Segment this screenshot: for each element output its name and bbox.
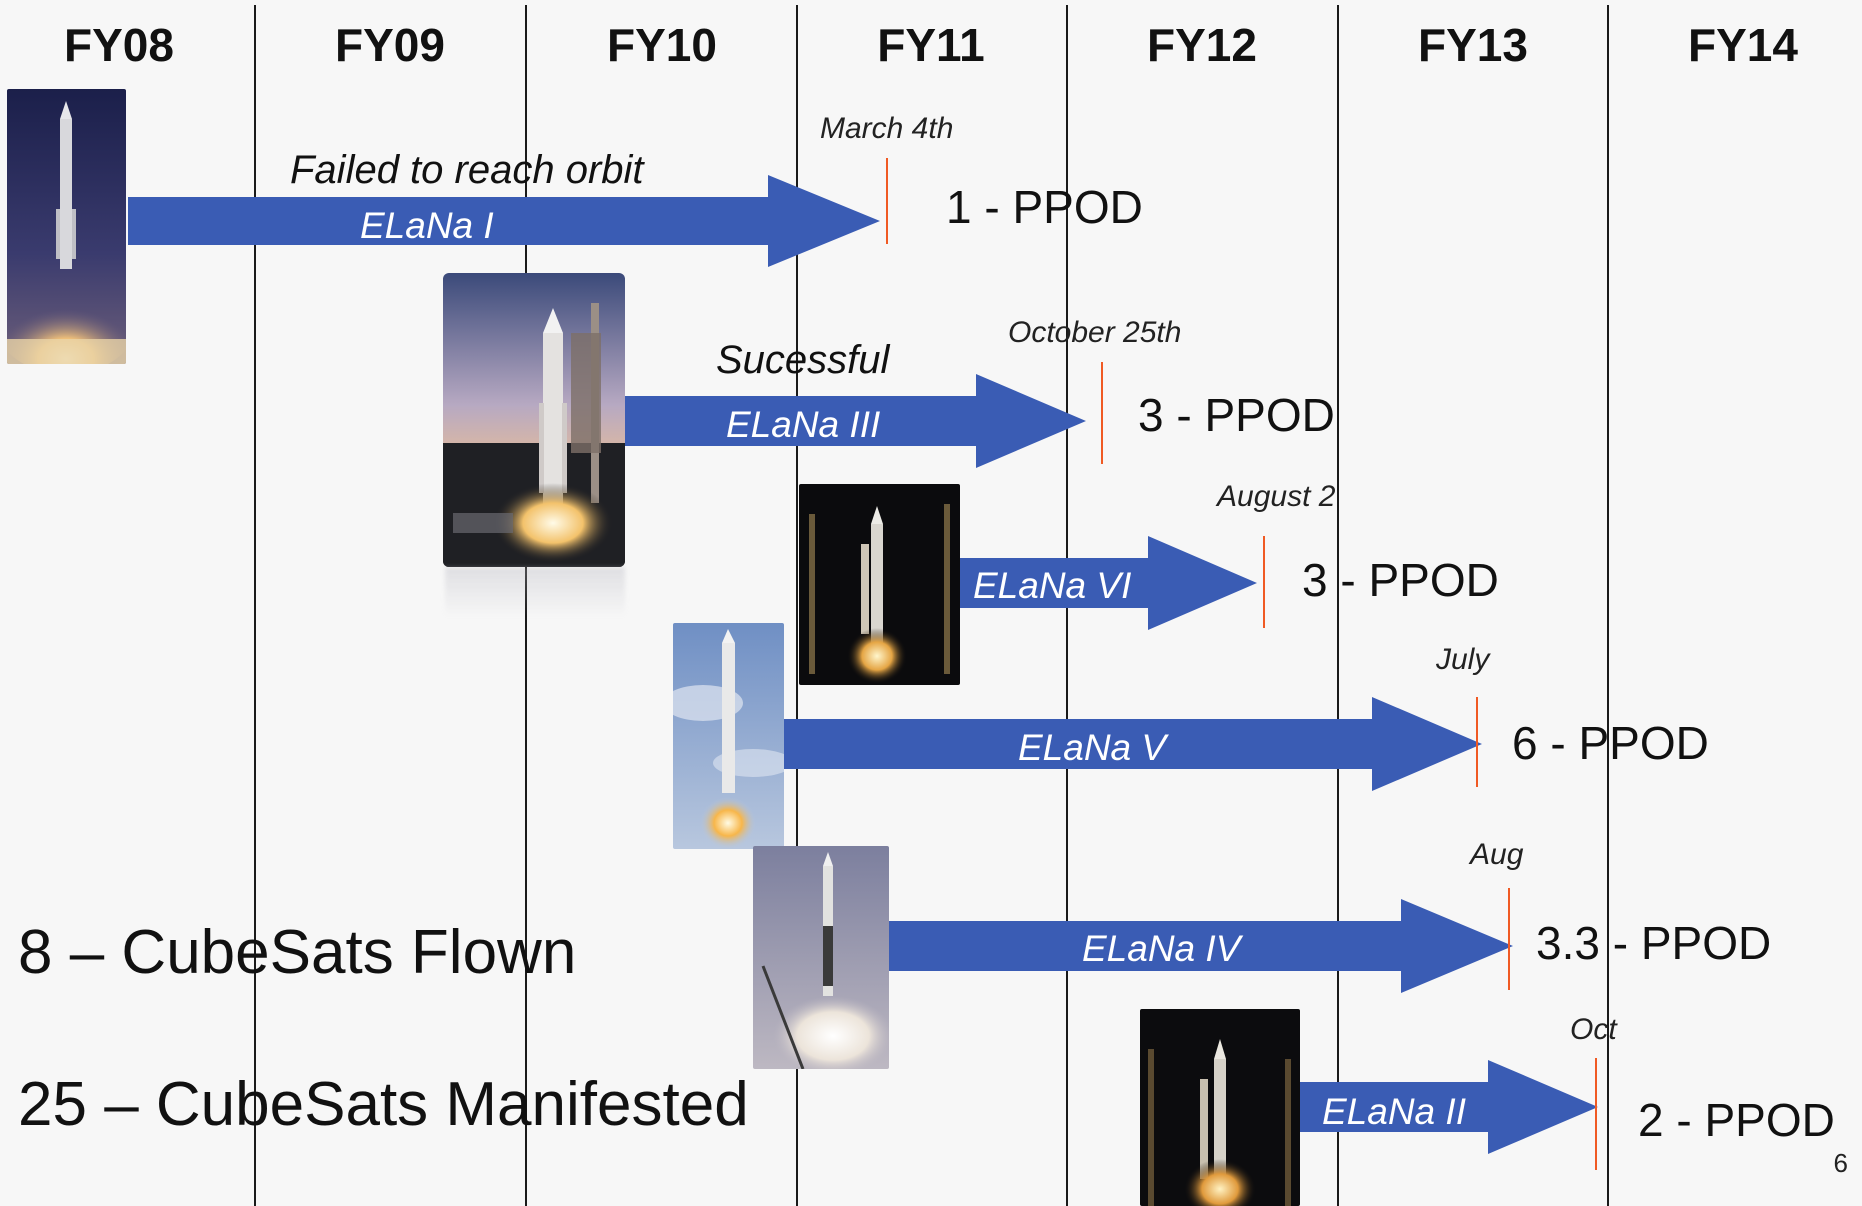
launch-date: August 2 [1217,480,1336,513]
mission-arrow [128,175,880,267]
launch-marker [1476,697,1478,787]
ppod-count: 3 - PPOD [1302,554,1499,606]
fiscal-year-header: FY09 [335,19,445,71]
column-divider [254,5,256,1206]
mission-arrow [887,899,1513,993]
fiscal-year-header: FY10 [607,19,717,71]
mission-arrow [782,697,1482,791]
ppod-count: 6 - PPOD [1512,717,1709,769]
column-divider [796,5,798,1206]
mission-name: ELaNa IV [1082,928,1241,969]
launch-date: July [1436,643,1490,676]
fiscal-year-header: FY14 [1688,19,1798,71]
mission-status: Failed to reach orbit [290,148,644,192]
rocket-launch-photo [7,89,126,364]
column-divider [1607,5,1609,1206]
rocket-launch-photo [799,484,960,685]
fiscal-year-header: FY11 [877,19,985,71]
ppod-count: 1 - PPOD [946,181,1143,233]
launch-marker [1508,888,1510,990]
ppod-count: 3 - PPOD [1138,389,1335,441]
fiscal-year-header: FY12 [1147,19,1257,71]
launch-date: October 25th [1008,316,1182,349]
launch-date: Oct [1570,1013,1617,1046]
mission-arrow [1298,1060,1598,1154]
ppod-count: 2 - PPOD [1638,1094,1835,1146]
fiscal-year-header: FY13 [1418,19,1528,71]
rocket-launch-photo [1140,1009,1300,1206]
page-number: 6 [1833,1148,1848,1178]
launch-marker [1101,362,1103,464]
ppod-count: 3.3 - PPOD [1536,917,1772,969]
mission-status: Sucessful [716,338,890,382]
fiscal-year-header: FY08 [64,19,174,71]
rocket-launch-photo [753,846,889,1069]
cubesats-flown-summary: 8 – CubeSats Flown [18,918,577,987]
launch-marker [886,158,888,244]
launch-date: March 4th [820,112,954,145]
mission-name: ELaNa V [1018,727,1167,768]
mission-arrow [954,536,1257,630]
cubesats-manifested-summary: 25 – CubeSats Manifested [18,1070,749,1139]
launch-marker [1263,536,1265,628]
launch-marker [1595,1058,1597,1170]
mission-name: ELaNa VI [973,565,1132,606]
mission-name: ELaNa I [360,205,494,246]
photo-reflection [445,567,625,617]
column-divider [525,5,527,1206]
mission-name: ELaNa III [726,404,881,445]
rocket-launch-photo [673,623,784,849]
launch-date: Aug [1470,838,1524,871]
mission-arrow [620,374,1086,468]
mission-name: ELaNa II [1322,1091,1466,1132]
column-divider [1337,5,1339,1206]
rocket-launch-photo [443,273,625,567]
